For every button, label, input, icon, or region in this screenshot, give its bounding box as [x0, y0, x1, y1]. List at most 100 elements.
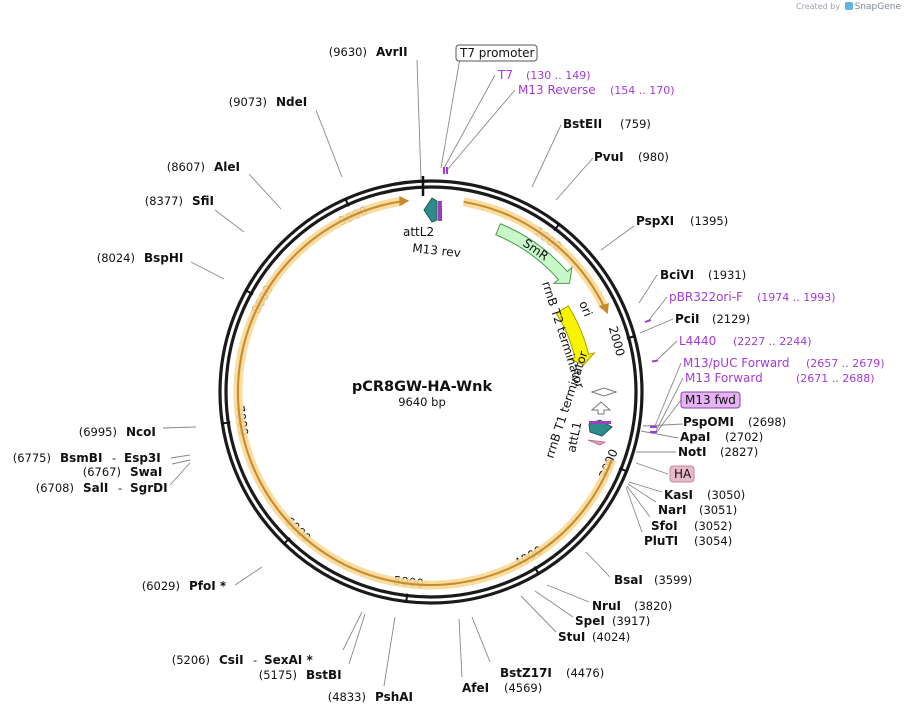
primer-range-m13-reverse: (154 .. 170) [610, 84, 675, 97]
site-name-ndei: NdeI [276, 95, 307, 109]
site-name-pspxi: PspXI [636, 214, 674, 228]
leader-line [555, 157, 594, 201]
primer-mark-t7 [443, 167, 445, 174]
primer-labels: T7 (130 .. 149) M13 Reverse (154 .. 170)… [497, 68, 885, 385]
site-pos-pvui: (980) [638, 150, 669, 164]
primer-name-m13-reverse: M13 Reverse [518, 83, 596, 97]
primer-range-m13-puc-forward: (2657 .. 2679) [806, 357, 885, 370]
leader-line [342, 611, 363, 651]
attl1-label: attL1 [564, 420, 584, 453]
ruler-tick [626, 335, 636, 340]
ruler-tick [282, 537, 291, 546]
site-pos-avrii: (9630) [329, 45, 367, 59]
primer-mark-pbr322ori-f [644, 319, 652, 323]
ori-feature [555, 305, 596, 366]
site-pos-stui: (4024) [592, 630, 630, 644]
site-pos-swai: (6767) [83, 465, 121, 479]
site-pos-bsmbi: (6775) [13, 451, 51, 465]
site-name-bsai: BsaI [614, 573, 643, 587]
leader-line [626, 485, 651, 518]
insert-arrow-head-top [399, 195, 410, 206]
site-pos-bstz17i: (4476) [566, 666, 604, 680]
ruler-tick [405, 593, 409, 603]
leader-line [171, 459, 191, 465]
insert-arrow-head-right [598, 303, 609, 315]
site-pos-afei: (4569) [504, 681, 542, 695]
site-pos-bcivi: (1931) [708, 268, 746, 282]
leader-line [520, 595, 557, 633]
site-name-bstbi: BstBI [306, 668, 342, 682]
site-name-pluti: PluTI [644, 534, 678, 548]
leader-line [170, 454, 191, 459]
leader-line [458, 618, 463, 678]
site-name-pshai: PshAI [375, 690, 413, 704]
leader-line [642, 423, 684, 427]
primer-name-m13-puc-forward: M13/pUC Forward [683, 356, 790, 370]
credit-prefix: Created by [796, 2, 841, 11]
site-pos-pcii: (2129) [712, 312, 750, 326]
primer-mark-l4440 [651, 359, 659, 363]
leader-line [169, 462, 191, 486]
backbone [218, 179, 644, 605]
site-name-bcivi: BciVI [660, 268, 694, 282]
leader-line [546, 584, 590, 603]
site-pos-pfoi: (6029) [142, 579, 180, 593]
site-pos-csii: (5206) [172, 653, 210, 667]
site-name-bsteii: BstEII [563, 117, 602, 131]
leader-line [655, 377, 684, 432]
t7-promoter-text: T7 promoter [459, 46, 535, 60]
site-pos-nari: (3051) [699, 503, 737, 517]
enzyme-labels-right: AfeI (4569) BstZ17I (4476) StuI (4024) S… [462, 117, 786, 695]
m13-fwd-feature-mark [589, 421, 611, 424]
leader-line [534, 590, 574, 618]
site-pos-bsteii: (759) [620, 117, 651, 131]
leader-line [531, 124, 562, 188]
label-ha: HA [669, 465, 695, 483]
site-name-avrii: AvrII [376, 45, 408, 59]
site-name-alei: AleI [214, 160, 240, 174]
site-name-bstz17i: BstZ17I [500, 666, 552, 680]
smr-feature [495, 223, 573, 284]
primer-mark-m13-puc-forward [650, 426, 657, 428]
site-pos-bstbi: (5175) [259, 668, 297, 682]
insert-arc-right-core [463, 200, 606, 309]
leader-line [628, 481, 663, 493]
backbone-inner-ring [224, 185, 638, 599]
primer-range-m13-forward: (2671 .. 2688) [796, 372, 875, 385]
primer-range-pbr322ori-f: (1974 .. 1993) [757, 291, 836, 304]
site-pos-ncoi: (6995) [79, 425, 117, 439]
ha-feature [587, 439, 607, 446]
site-pos-spei: (3917) [612, 614, 650, 628]
ruler-tick [533, 566, 540, 575]
site-name-stui: StuI [558, 630, 585, 644]
primer-mark-m13-forward [650, 431, 657, 433]
leader-line [214, 209, 245, 233]
leader-line [162, 426, 197, 429]
site-pos-apai: (2702) [725, 430, 763, 444]
leader-line [639, 318, 674, 334]
primer-name-pbr322ori-f: pBR322ori-F [669, 290, 743, 304]
site-pos-nrui: (3820) [634, 599, 672, 613]
leader-line [315, 109, 343, 178]
leader-line [248, 173, 282, 210]
site-name-nrui: NruI [592, 599, 621, 613]
site-name-noti: NotI [678, 445, 707, 459]
leader-line [648, 296, 668, 321]
site-sep-csii: - [253, 653, 257, 667]
leader-line [383, 616, 396, 687]
primer-name-m13-forward: M13 Forward [685, 371, 763, 385]
primer-marks [443, 167, 659, 433]
site-pos-kasi: (3050) [707, 488, 745, 502]
primer-name-l4440: L4440 [679, 334, 716, 348]
site-name-pfoi: PfoI * [189, 579, 227, 593]
label-t7-promoter: T7 promoter [455, 44, 538, 62]
leader-line [234, 566, 263, 586]
enzyme-labels-left: (9630) AvrII (9073) NdeI (8607) AleI (83… [13, 45, 413, 704]
leader-line [635, 462, 669, 475]
site-name-esp3i: Esp3I [124, 451, 161, 465]
primer-range-t7: (130 .. 149) [526, 69, 591, 82]
snapgene-credit: Created by SnapGene [796, 2, 901, 12]
site-name-nari: NarI [658, 503, 687, 517]
site-pos-sali: (6708) [36, 481, 74, 495]
